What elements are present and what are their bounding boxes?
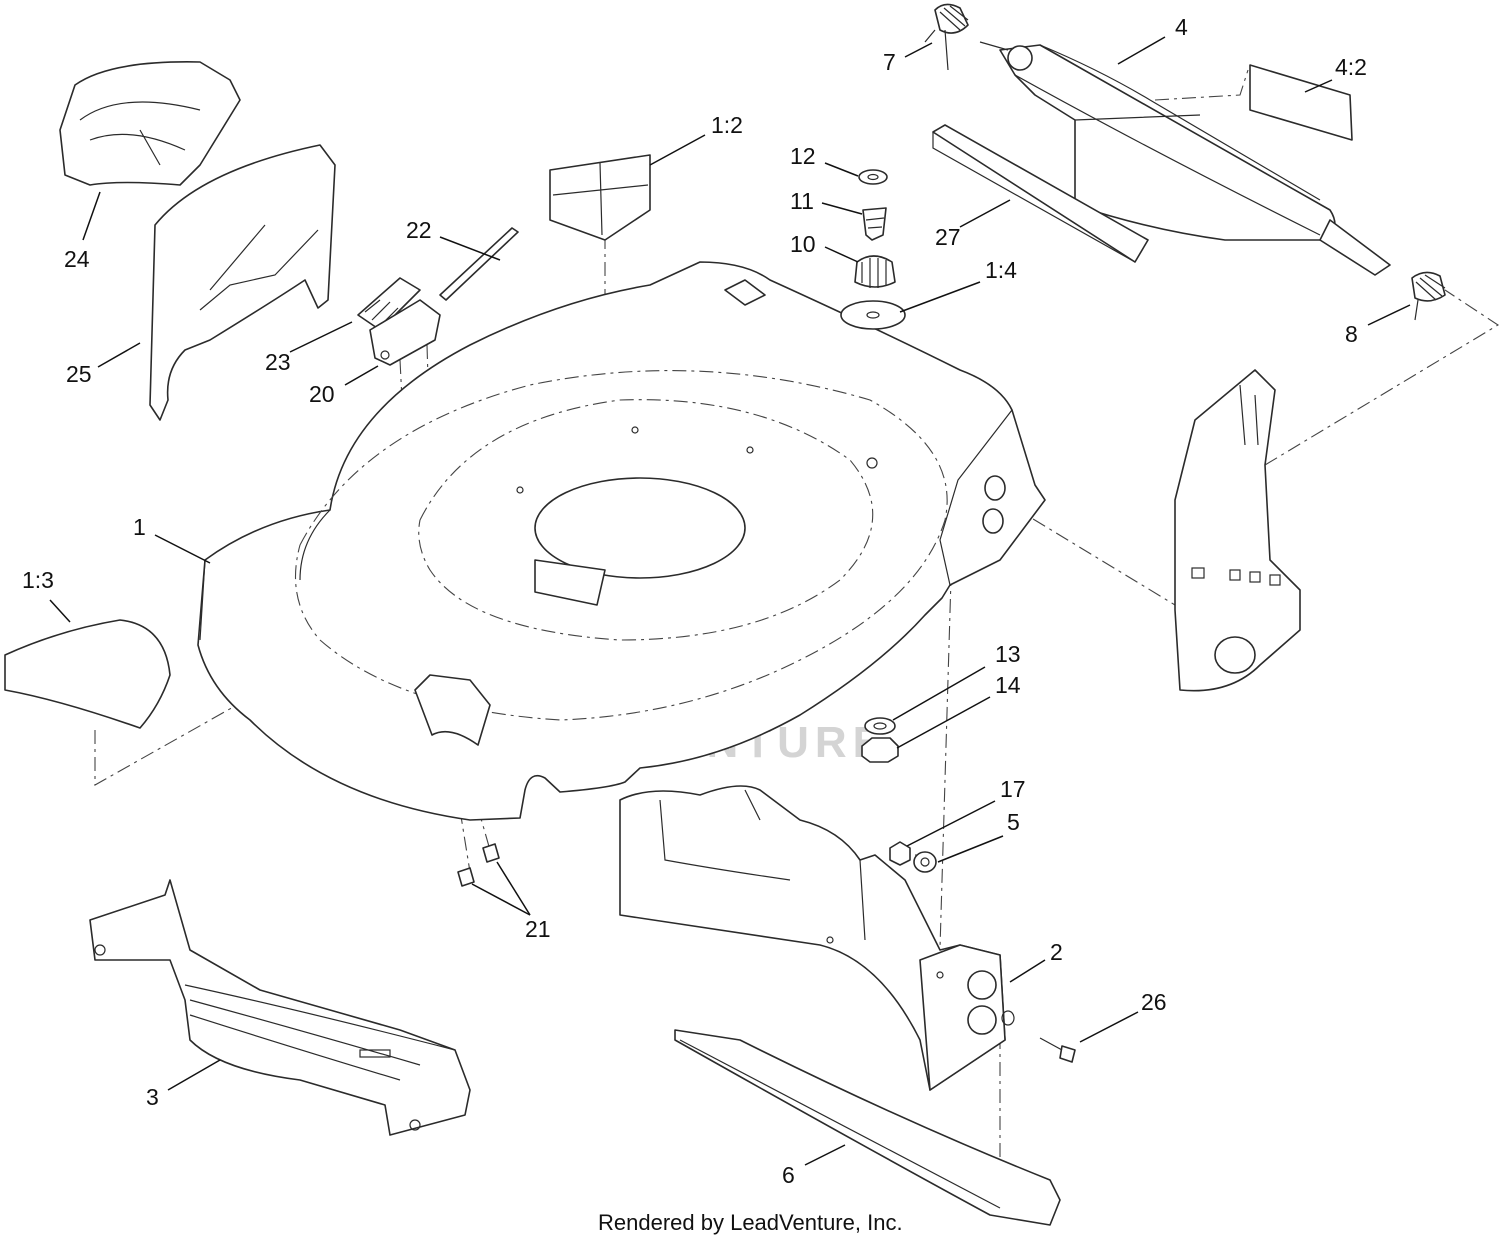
callout-27: 27 bbox=[935, 224, 961, 250]
callout-12: 12 bbox=[790, 143, 816, 169]
part-17-nut bbox=[889, 841, 911, 866]
callout-10: 10 bbox=[790, 231, 816, 257]
render-credit: Rendered by LeadVenture, Inc. bbox=[598, 1210, 903, 1235]
part-11-bushing bbox=[862, 207, 887, 241]
callout-14: 14 bbox=[995, 672, 1021, 698]
callout-11: 11 bbox=[790, 188, 814, 214]
callout-26: 26 bbox=[1141, 989, 1167, 1015]
part-22-rod bbox=[439, 227, 519, 301]
part-13-washer bbox=[864, 717, 896, 735]
part-10-knob bbox=[854, 255, 896, 288]
part-7-spring bbox=[924, 3, 969, 71]
callouts: 1 1:2 1:3 1:4 2 3 4 4:2 5 6 7 8 10 11 12… bbox=[22, 14, 1367, 1188]
callout-1: 1 bbox=[133, 514, 146, 540]
callout-5: 5 bbox=[1007, 809, 1020, 835]
callout-24: 24 bbox=[64, 246, 90, 272]
callout-1-4: 1:4 bbox=[985, 257, 1017, 283]
callout-2: 2 bbox=[1050, 939, 1063, 965]
part-1-2-decal bbox=[549, 154, 651, 241]
callout-17: 17 bbox=[1000, 776, 1026, 802]
part-6-skirt bbox=[674, 1029, 1061, 1226]
part-4-2-decal bbox=[1249, 64, 1353, 141]
callout-7: 7 bbox=[883, 49, 896, 75]
part-26-screw bbox=[1039, 1037, 1076, 1063]
callout-22: 22 bbox=[406, 217, 432, 243]
part-24-cap bbox=[59, 61, 241, 186]
part-5-bushing bbox=[913, 851, 937, 873]
part-1-3-decal bbox=[4, 619, 171, 729]
part-1-deck bbox=[197, 261, 1046, 821]
callout-23: 23 bbox=[265, 349, 291, 375]
callout-1-2: 1:2 bbox=[711, 112, 743, 138]
callout-1-3: 1:3 bbox=[22, 567, 54, 593]
part-side-bracket bbox=[1174, 369, 1301, 692]
part-27-strip bbox=[932, 124, 1149, 263]
callout-4-2: 4:2 bbox=[1335, 54, 1367, 80]
part-20-hinge bbox=[369, 299, 441, 366]
callout-20: 20 bbox=[309, 381, 335, 407]
callout-6: 6 bbox=[782, 1162, 795, 1188]
part-2-chute bbox=[619, 785, 1015, 1091]
leader-lines bbox=[49, 36, 1411, 1166]
part-23-spring-bracket bbox=[357, 277, 421, 331]
callout-21: 21 bbox=[525, 916, 551, 942]
part-1-4-decal bbox=[840, 300, 906, 330]
callout-25: 25 bbox=[66, 361, 92, 387]
part-12-washer bbox=[858, 169, 888, 185]
callout-3: 3 bbox=[146, 1084, 159, 1110]
part-21-bolts bbox=[457, 843, 500, 887]
callout-8: 8 bbox=[1345, 321, 1358, 347]
part-25-shield bbox=[149, 144, 336, 421]
part-4-rear-door bbox=[979, 41, 1391, 276]
part-8-spring bbox=[1411, 271, 1446, 321]
callout-13: 13 bbox=[995, 641, 1021, 667]
callout-4: 4 bbox=[1175, 14, 1188, 40]
part-3-bracket bbox=[89, 879, 471, 1136]
part-14-nut bbox=[861, 737, 899, 763]
